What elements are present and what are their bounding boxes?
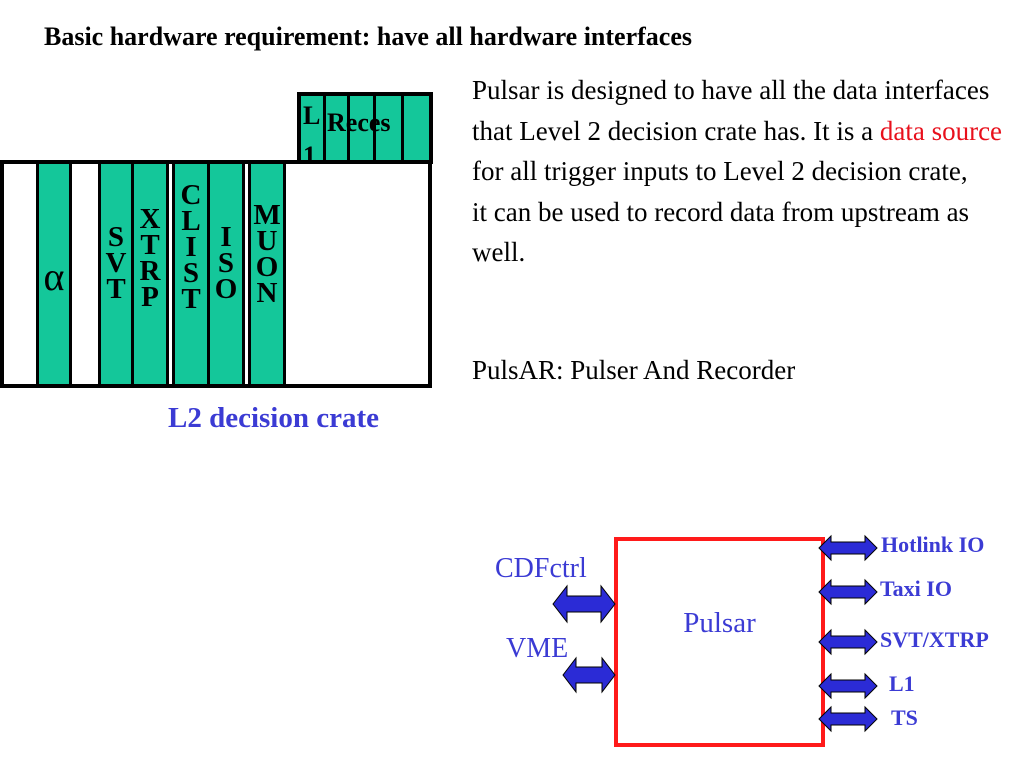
ts-port-label: TS	[891, 705, 918, 730]
hotlink-arrow-icon	[818, 534, 878, 562]
top-box-divider	[323, 96, 326, 164]
crate-slot-xtrp: X T R P	[131, 164, 169, 384]
description-part3: it can be used to record data from upstr…	[472, 196, 970, 268]
cdfctrl-label: CDFctrl	[495, 553, 587, 584]
crate-slot-iso: I S O	[207, 164, 245, 384]
taxi-arrow-icon	[818, 578, 878, 606]
pulsar-label: Pulsar	[683, 607, 756, 639]
vme-arrow-icon	[562, 656, 616, 694]
top-box-divider	[347, 96, 350, 164]
slot-label: M U O N	[253, 199, 281, 309]
pulsar-acronym: PulsAR: Pulser And Recorder	[472, 355, 796, 385]
ts-arrow-icon	[818, 705, 878, 733]
description-paragraph: Pulsar is designed to have all the data …	[472, 70, 1012, 273]
l1-arrow-icon	[818, 672, 878, 700]
slide-title: Basic hardware requirement: have all har…	[44, 22, 692, 51]
description-part2: for all trigger inputs to Level 2 decisi…	[472, 156, 968, 186]
reces-label: Reces	[327, 108, 391, 137]
slot-label: X T R P	[139, 203, 161, 313]
slot-label: C L I S T	[180, 179, 202, 315]
pulsar-block: Pulsar	[614, 537, 825, 747]
cdfctrl-arrow-icon	[552, 584, 616, 624]
l2-decision-crate: α S V T X T R P C L I S T I S O M U O N	[0, 160, 432, 388]
crate-top-box: L 1 Reces	[297, 92, 433, 170]
l1-port-label: L1	[889, 671, 915, 696]
top-box-divider	[373, 96, 376, 164]
top-box-divider	[401, 96, 404, 164]
data-source-highlight: data source	[879, 115, 1003, 146]
crate-slot-svt: S V T	[98, 164, 134, 384]
description-part1: Pulsar is designed to have all the data …	[472, 75, 990, 146]
crate-caption: L2 decision crate	[168, 402, 380, 434]
taxi-io-label: Taxi IO	[880, 576, 952, 601]
crate-slot-alpha: α	[36, 164, 72, 384]
crate-slot-muon: M U O N	[248, 164, 286, 384]
crate-slot-clist: C L I S T	[172, 164, 210, 384]
slot-label: S V T	[105, 221, 127, 305]
vme-label: VME	[506, 633, 569, 664]
svt-xtrp-label: SVT/XTRP	[880, 627, 989, 652]
slot-label: α	[43, 254, 65, 299]
hotlink-io-label: Hotlink IO	[881, 532, 985, 557]
svt-xtrp-arrow-icon	[818, 628, 878, 656]
slot-label: I S O	[214, 221, 238, 305]
